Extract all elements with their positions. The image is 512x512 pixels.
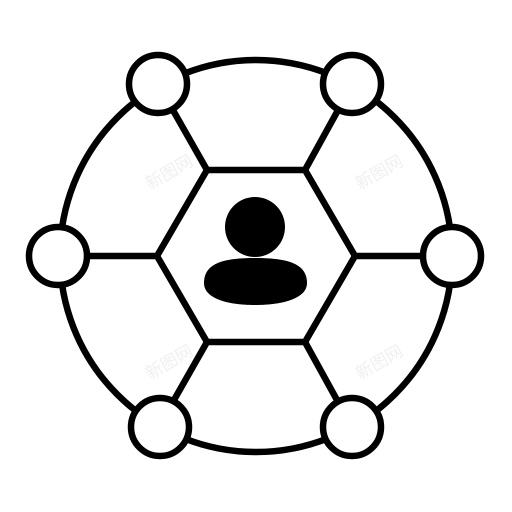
node-left — [25, 223, 91, 289]
node-bottom-left — [127, 394, 193, 460]
center-hexagon — [153, 166, 359, 346]
connector-line-top-right — [301, 108, 341, 174]
connector-line-top-left — [170, 108, 211, 174]
connector-line-bottom-left — [170, 338, 211, 404]
node-top-right — [319, 51, 385, 117]
connector-line-bottom-right — [301, 338, 341, 404]
watermark-text: 新图网 — [143, 152, 197, 195]
node-right — [419, 223, 485, 289]
watermark-text: 新图网 — [353, 342, 407, 385]
user-body — [204, 258, 307, 305]
node-bottom-right — [319, 394, 385, 460]
watermark-text: 新图网 — [353, 152, 407, 195]
user-head — [225, 197, 285, 257]
user-icon — [204, 197, 307, 305]
node-top-left — [125, 51, 191, 117]
node-group — [25, 51, 485, 460]
